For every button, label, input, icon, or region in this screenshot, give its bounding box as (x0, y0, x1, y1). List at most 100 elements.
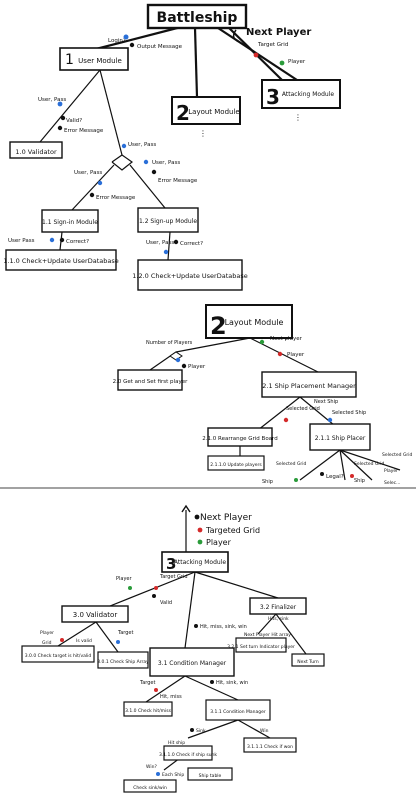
layout-ellipsis: ⋮ (199, 129, 207, 138)
check-update-box-2 (137, 259, 243, 291)
error-message-label-2: Error Message (158, 178, 198, 184)
check-ship-box (97, 651, 149, 669)
target-icon-2 (154, 688, 158, 692)
next-player-label-3: Next Player (200, 513, 252, 523)
player-label-6: Player (116, 576, 133, 582)
ship-placement-box (261, 371, 357, 398)
next-player-icon (259, 339, 265, 345)
user-pass-icon-3 (143, 159, 149, 165)
user-pass-icon-1 (57, 101, 63, 107)
rearrange-label: 2.1.0 Rearrange Grid Board (202, 436, 277, 442)
grid-icon-1 (60, 638, 64, 642)
next-ship-label: Next Ship (314, 399, 338, 405)
top-thin-connectors (39, 69, 171, 261)
each-ship-label: Each Ship (162, 772, 184, 778)
error-flag-icon-3 (89, 192, 95, 198)
check-target-label: 3.0.0 Check target is hit/valid (25, 653, 92, 659)
ship-icon-2 (350, 474, 354, 478)
player-icon-4 (128, 586, 132, 590)
validator-label-2: 3.0 Validator (73, 611, 118, 619)
player-label-7: Player (40, 630, 54, 636)
layout-module-label-2: Layout Module (225, 318, 284, 327)
hit-ship-label: Hit ship (168, 740, 185, 746)
check-sink-box (163, 745, 213, 761)
correct-flag-icon-2 (173, 239, 179, 245)
update-player-label: 2.1.1.0 Update players (210, 462, 262, 468)
check-hit-label: 3.1.0 Check hit/miss (125, 708, 172, 714)
target-icon (116, 640, 120, 644)
each-ship-icon (156, 772, 160, 776)
finalizer-box (249, 597, 307, 615)
target-grid-label-2: Target Grid (159, 574, 188, 580)
ship-label: Ship (262, 479, 273, 485)
user-pass-label-4: User, Pass (74, 170, 102, 176)
attacking-module-box-2 (161, 551, 229, 573)
validator-box-2 (61, 605, 129, 623)
correct-label-2: Correct? (180, 241, 203, 247)
check-update-label-1: 1.1.0 Check+Update UserDatabase (3, 257, 118, 265)
attacking-module-label: Attacking Module (282, 91, 334, 98)
condition-manager-label-2: 3.1.1 Condition Manager (210, 709, 266, 715)
signin-label: 1.1 Sign-in Module (42, 219, 98, 226)
check-ship-label: 3.0.1 Check Ship Array (97, 659, 149, 665)
next-player-array-label: Next Player Hit array (244, 632, 291, 638)
check-update-label-2: 1.2.0 Check+Update UserDatabase (132, 272, 247, 280)
set-turn-box (235, 637, 287, 653)
selected-grid-icon (283, 417, 289, 423)
selected-grid-label-2: Selected Grid (276, 461, 307, 467)
hit-sink-win-flag-icon (210, 680, 214, 684)
legal-label: Legal? (326, 474, 344, 480)
check-update-box-1 (5, 249, 117, 271)
is-valid-label: Is valid (76, 638, 92, 644)
grid-label-1: Grid (42, 640, 52, 646)
error-message-label-3: Error Message (96, 195, 136, 201)
check-win-box (243, 737, 297, 753)
hit-sink-win-label: Hit, sink, win (216, 680, 248, 686)
ship-icon (294, 478, 298, 482)
player-icon (279, 60, 285, 66)
ship-label-2: Ship (354, 478, 365, 484)
ship-table-label: Ship table (199, 773, 222, 779)
error-flag-icon-2 (151, 169, 157, 175)
correct-label-1: Correct? (66, 239, 89, 245)
next-turn-box (291, 653, 325, 667)
user-pass-label-6: User, Pass (146, 240, 174, 246)
target-grid-icon-2 (154, 586, 158, 590)
layout-module-label: Layout Module (188, 108, 239, 116)
user-pass-icon-4 (97, 180, 103, 186)
selected-grid-label: Selected Grid (286, 406, 320, 412)
targeted-grid-icon (197, 527, 203, 533)
legal-flag-icon (320, 472, 324, 476)
hit-miss-label-2: Hit, miss (160, 694, 182, 700)
ship-table-box (187, 767, 233, 781)
attacking-module-label-2: Attacking Module (174, 559, 226, 566)
valid-label-2: Valid (160, 600, 172, 606)
login-data-icon (123, 34, 129, 40)
valid-label: Valid? (66, 118, 82, 124)
selected-ship-label: Selected Ship (332, 410, 366, 416)
valid-flag-icon (60, 115, 66, 121)
next-player-label-2: Next player (270, 336, 303, 342)
next-player-arrow-icon (232, 29, 240, 43)
top-arrow-icon (181, 504, 191, 513)
check-sink-win-label: Check sink/win (133, 785, 167, 791)
validator-label: 1.0 Validator (15, 148, 57, 156)
attacking-module-number: 3 (266, 85, 280, 109)
signup-box (137, 207, 199, 233)
layout-module-number: 2 (176, 101, 190, 125)
selected-grid-label-3: Selected Grid (354, 461, 385, 467)
layout-module-box-2 (205, 304, 293, 339)
number-of-players-icon (175, 357, 181, 363)
user-module-number: 1 (65, 52, 74, 68)
player-label-2: Player (287, 352, 305, 358)
ship-placement-label: 2.1 Ship Placement Manager (262, 382, 356, 390)
user-pass-icon-6 (163, 249, 169, 255)
error-message-label-1: Error Message (64, 128, 104, 134)
attacking-module-box (261, 79, 341, 109)
check-win-label: 3.1.1.1 Check if won (247, 744, 293, 750)
sink-label-1: Sink (196, 728, 206, 734)
selected-ship-icon (327, 417, 333, 423)
mid-connectors (149, 337, 401, 481)
